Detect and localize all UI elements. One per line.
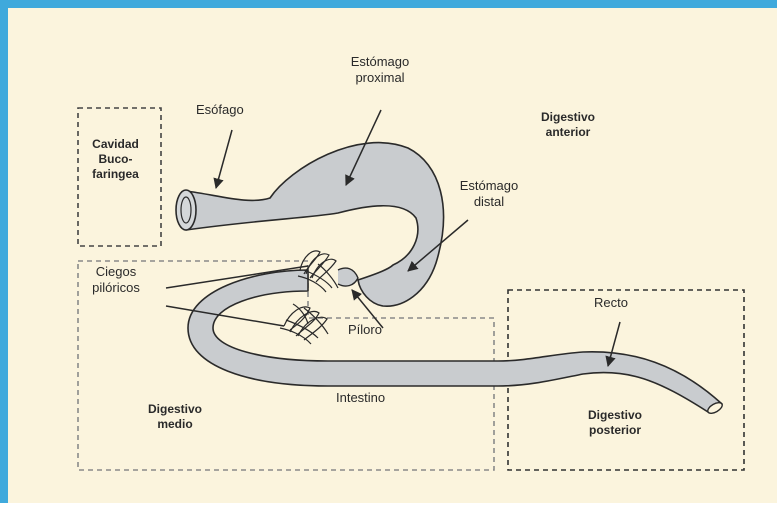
- label-esofago: Esófago: [196, 102, 244, 118]
- label-recto: Recto: [594, 295, 628, 311]
- stomach-shape: [186, 143, 443, 307]
- label-intestino: Intestino: [336, 390, 385, 406]
- esophagus-opening: [176, 190, 196, 230]
- label-piloro: Píloro: [348, 322, 382, 338]
- label-cavidad-bucofaringea: Cavidad Buco- faringea: [80, 137, 151, 182]
- label-ciegos-piloricos: Ciegos pilóricos: [76, 264, 156, 296]
- label-estomago-distal: Estómago distal: [444, 178, 534, 210]
- label-estomago-proximal: Estómago proximal: [335, 54, 425, 86]
- label-digestivo-medio: Digestivo medio: [130, 402, 220, 432]
- label-digestivo-anterior: Digestivo anterior: [523, 110, 613, 140]
- pyloric-caeca-lower: [280, 304, 328, 344]
- intestine-shape: [188, 270, 722, 412]
- esofago-pointer: [216, 130, 232, 188]
- label-digestivo-posterior: Digestivo posterior: [570, 408, 660, 438]
- pylorus-constriction: [338, 268, 358, 286]
